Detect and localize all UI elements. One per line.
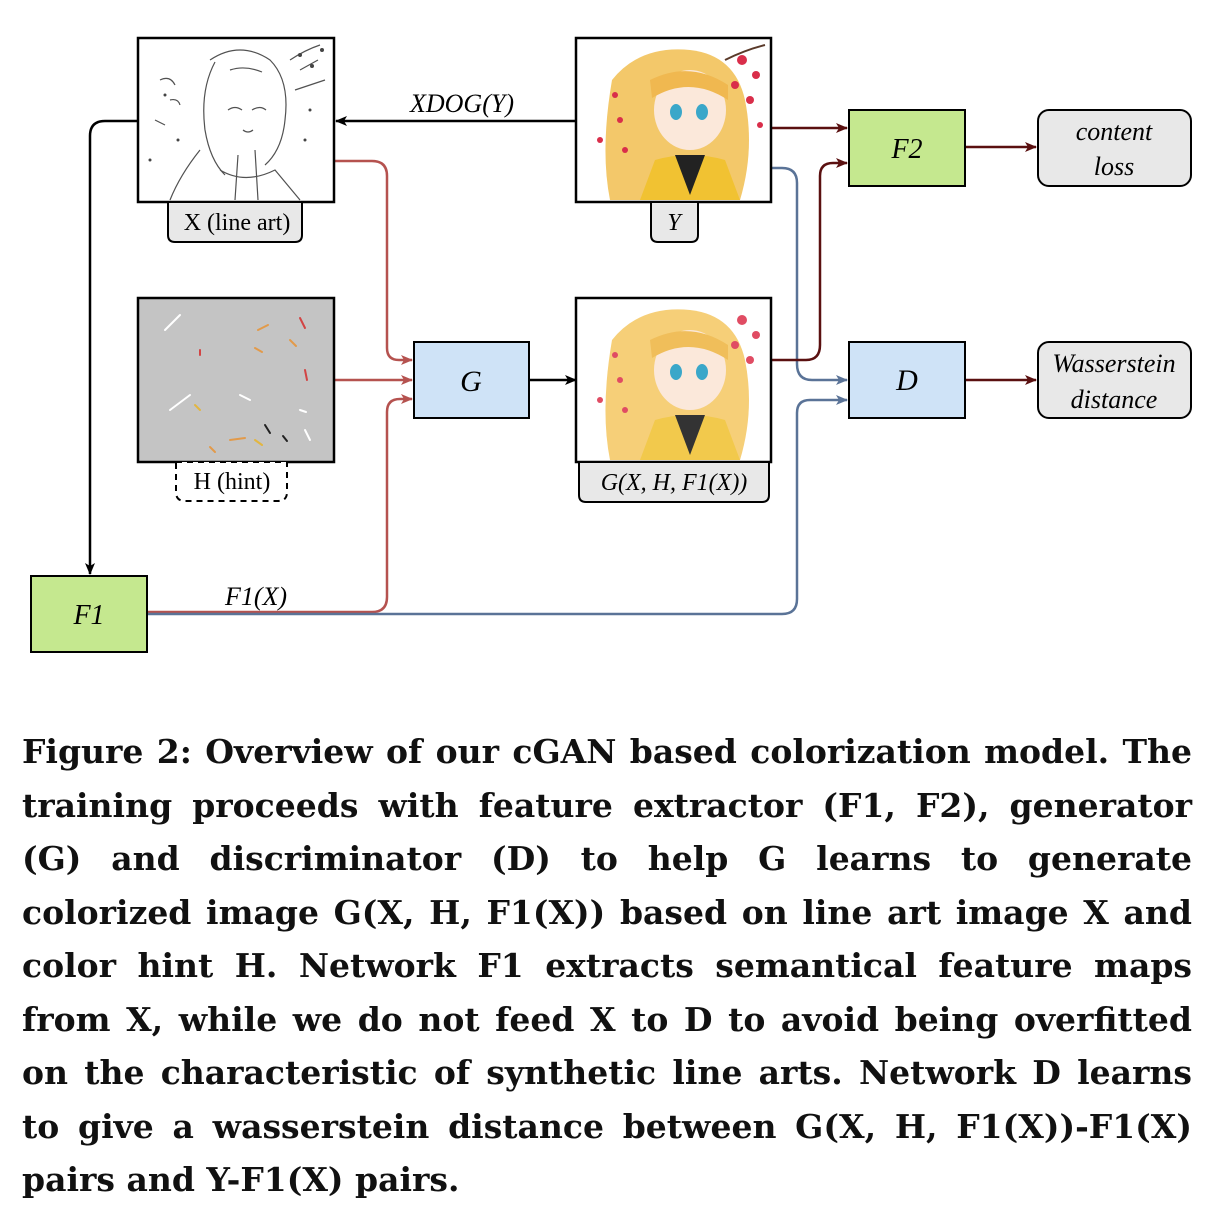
content-loss-line1: content	[1076, 117, 1153, 146]
f2-label: F2	[890, 134, 922, 165]
target-label: Y	[650, 201, 699, 243]
generator-label: G	[460, 365, 482, 398]
target-image-y	[574, 36, 773, 204]
content-loss-box: content loss	[1037, 109, 1192, 187]
hint-label: H (hint)	[175, 461, 288, 502]
content-loss-line2: loss	[1094, 152, 1134, 181]
hint-label-text: H (hint)	[194, 469, 271, 495]
edge-x-to-g	[334, 159, 413, 365]
generator-box: G	[413, 341, 530, 419]
xdog-label: XDOG(Y)	[409, 89, 514, 118]
edge-x-to-f1	[85, 119, 138, 575]
model-diagram: XDOG(Y) F1(X)	[30, 36, 1192, 653]
figure-caption-text: Figure 2: Overview of our cGAN based col…	[22, 732, 1192, 1199]
generated-label-text: G(X, H, F1(X))	[601, 470, 748, 496]
wasserstein-line1: Wasserstein	[1052, 349, 1175, 378]
figure-caption: Figure 2: Overview of our cGAN based col…	[22, 725, 1192, 1207]
wasserstein-box: Wasserstein distance	[1037, 341, 1192, 419]
line-art-label: X (line art)	[167, 201, 303, 243]
f1x-label: F1(X)	[224, 582, 287, 611]
f2-box: F2	[848, 109, 966, 187]
edge-y-to-d	[771, 166, 848, 385]
f1-label: F1	[72, 600, 104, 631]
edge-output-to-f2	[771, 158, 848, 362]
f1-box: F1	[30, 575, 148, 653]
line-art-label-text: X (line art)	[184, 210, 291, 236]
edge-f1-to-d	[147, 395, 848, 616]
discriminator-label: D	[895, 364, 918, 397]
edge-xdog: XDOG(Y)	[335, 89, 576, 126]
line-art-image	[136, 36, 336, 204]
generated-label: G(X, H, F1(X))	[578, 461, 770, 503]
discriminator-box: D	[848, 341, 966, 419]
target-label-text: Y	[667, 210, 683, 236]
wasserstein-line2: distance	[1071, 385, 1158, 414]
generated-image	[574, 296, 773, 464]
hint-image	[136, 296, 336, 464]
edge-f1-to-g	[147, 394, 413, 614]
